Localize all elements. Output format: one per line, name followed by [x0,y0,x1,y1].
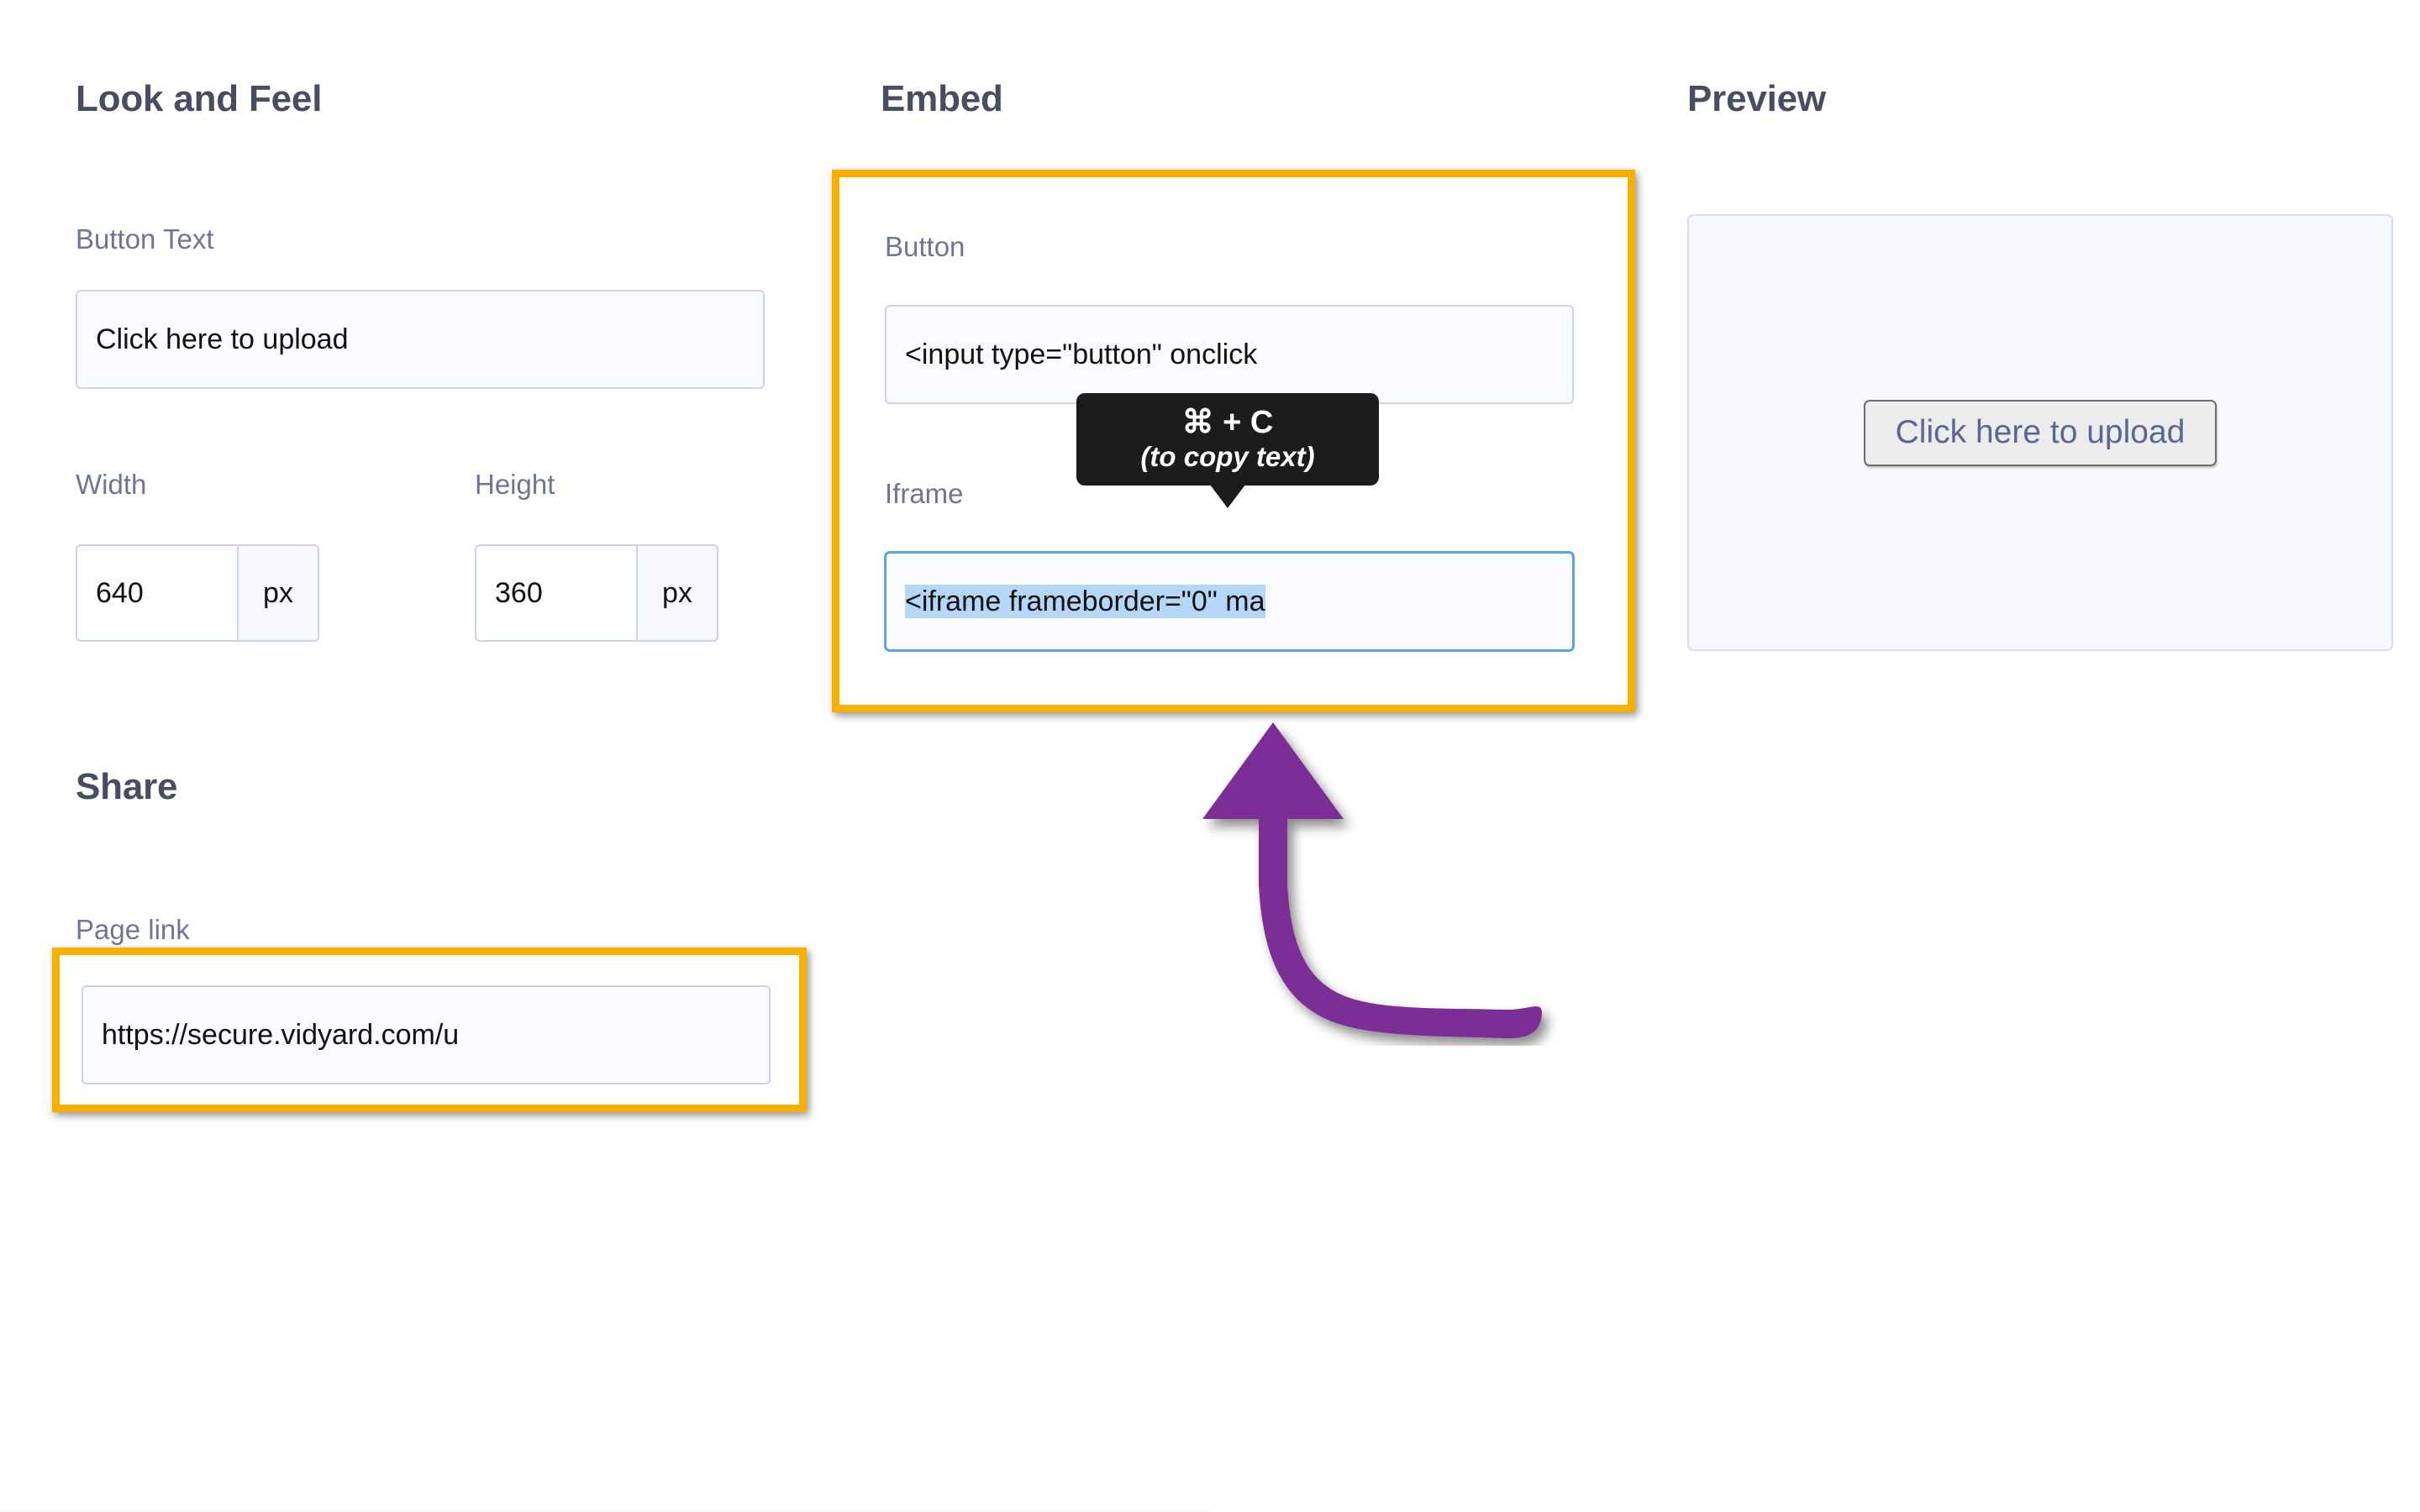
purple-arrow-annotation [1160,718,1563,1046]
embed-iframe-input[interactable]: <iframe frameborder="0" ma [885,552,1574,651]
height-label: Height [475,469,555,500]
page-title-look-and-feel: Look and Feel [76,78,323,119]
height-field-group[interactable]: 360 px [475,544,718,642]
tooltip-hint-text: (to copy text) [1140,440,1315,472]
preview-panel: Click here to upload [1687,214,2393,651]
preview-upload-button[interactable]: Click here to upload [1863,399,2217,466]
page-link-label: Page link [76,914,190,945]
button-text-input[interactable]: Click here to upload [76,290,765,389]
width-input[interactable]: 640 [76,544,237,642]
page-link-highlight-annotation: https://secure.vidyard.com/u [52,948,807,1112]
bottom-edge-divider [0,1509,1210,1512]
copy-shortcut-tooltip: ⌘ + C (to copy text) [1076,393,1379,509]
tooltip-shortcut-text: ⌘ + C [1181,405,1274,440]
width-unit-suffix: px [237,544,319,642]
page-title-embed: Embed [881,78,1003,119]
embed-button-label: Button [885,231,965,262]
page-title-share: Share [76,766,178,807]
tooltip-pointer-tail [1210,485,1245,509]
page-title-preview: Preview [1687,78,1826,119]
embed-iframe-selected-text: <iframe frameborder="0" ma [905,585,1265,618]
button-text-label: Button Text [76,223,214,255]
curved-arrow-icon [1202,722,1542,1039]
height-unit-suffix: px [636,544,718,642]
embed-iframe-label: Iframe [885,478,964,509]
width-label: Width [76,469,147,500]
width-field-group[interactable]: 640 px [76,544,319,642]
page-link-input[interactable]: https://secure.vidyard.com/u [82,985,771,1084]
embed-button-input[interactable]: <input type="button" onclick [885,305,1574,404]
height-input[interactable]: 360 [475,544,636,642]
